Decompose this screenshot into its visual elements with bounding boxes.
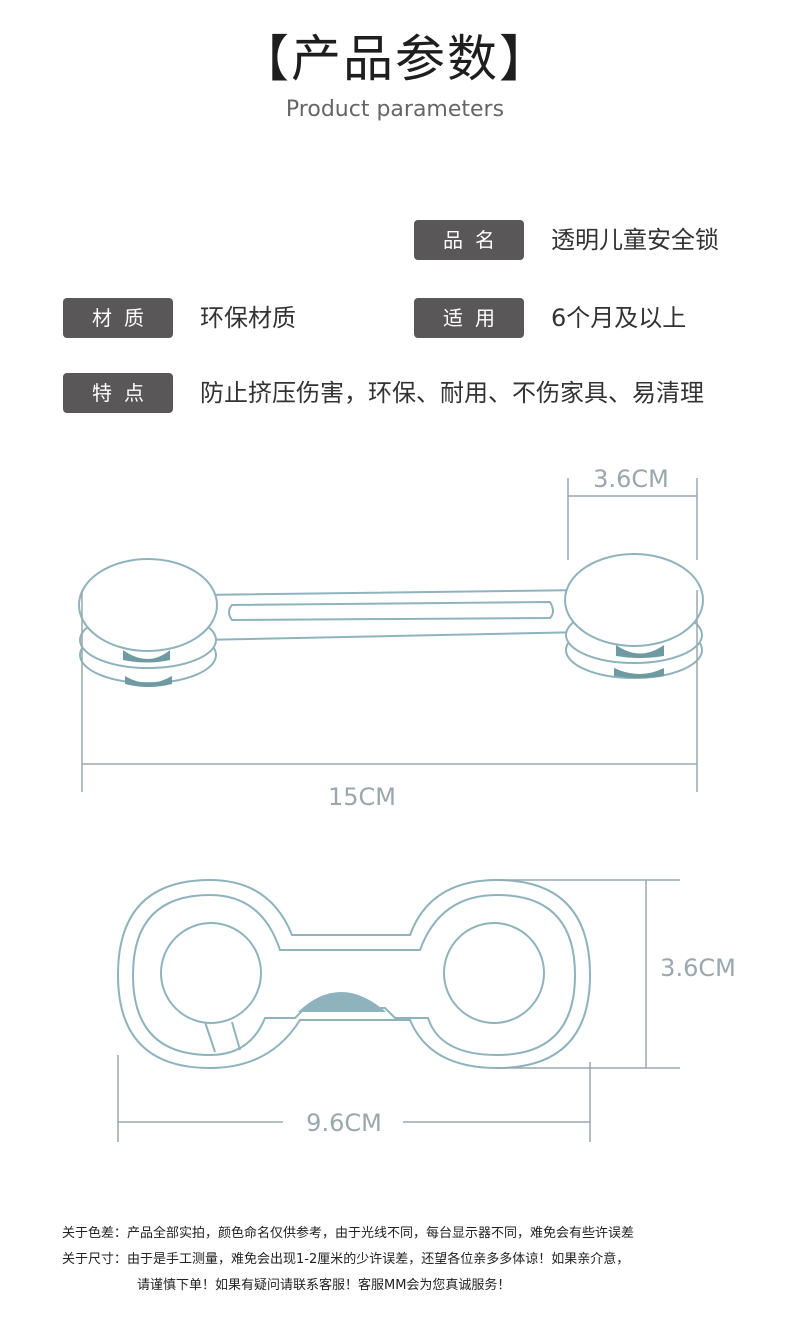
name-value: 透明儿童安全锁 — [551, 226, 719, 254]
top-view-dimension-lines — [117, 879, 680, 1142]
top-width-label: 9.6CM — [306, 1109, 382, 1137]
feature-tag: 特点 — [63, 373, 173, 413]
usage-value: 6个月及以上 — [551, 304, 687, 332]
feature-value: 防止挤压伤害，环保、耐用、不伤家具、易清理 — [200, 379, 704, 407]
side-view-dimension-lines — [81, 478, 698, 792]
usage-tag: 适用 — [414, 298, 524, 338]
side-length-label: 15CM — [328, 783, 396, 811]
top-height-label: 3.6CM — [660, 954, 736, 982]
top-view-drawing — [116, 878, 592, 1070]
side-height-label: 3.6CM — [593, 465, 669, 493]
side-view-drawing — [78, 553, 704, 687]
page-subtitle: Product parameters — [285, 97, 505, 122]
size-note-line-1: 关于尺寸：由于是手工测量，难免会出现1-2厘米的少许误差，还望各位亲多多体谅！如… — [62, 1252, 630, 1267]
material-value: 环保材质 — [200, 304, 296, 332]
color-note: 关于色差：产品全部实拍，颜色命名仅供参考，由于光线不同，每台显示器不同，难免会有… — [62, 1226, 635, 1241]
material-tag: 材质 — [63, 298, 173, 338]
size-note-line-2: 请谨慎下单！如果有疑问请联系客服！客服MM会为您真诚服务！ — [137, 1278, 511, 1293]
page-title: 【产品参数】 — [239, 30, 551, 88]
name-tag: 品名 — [414, 220, 524, 260]
